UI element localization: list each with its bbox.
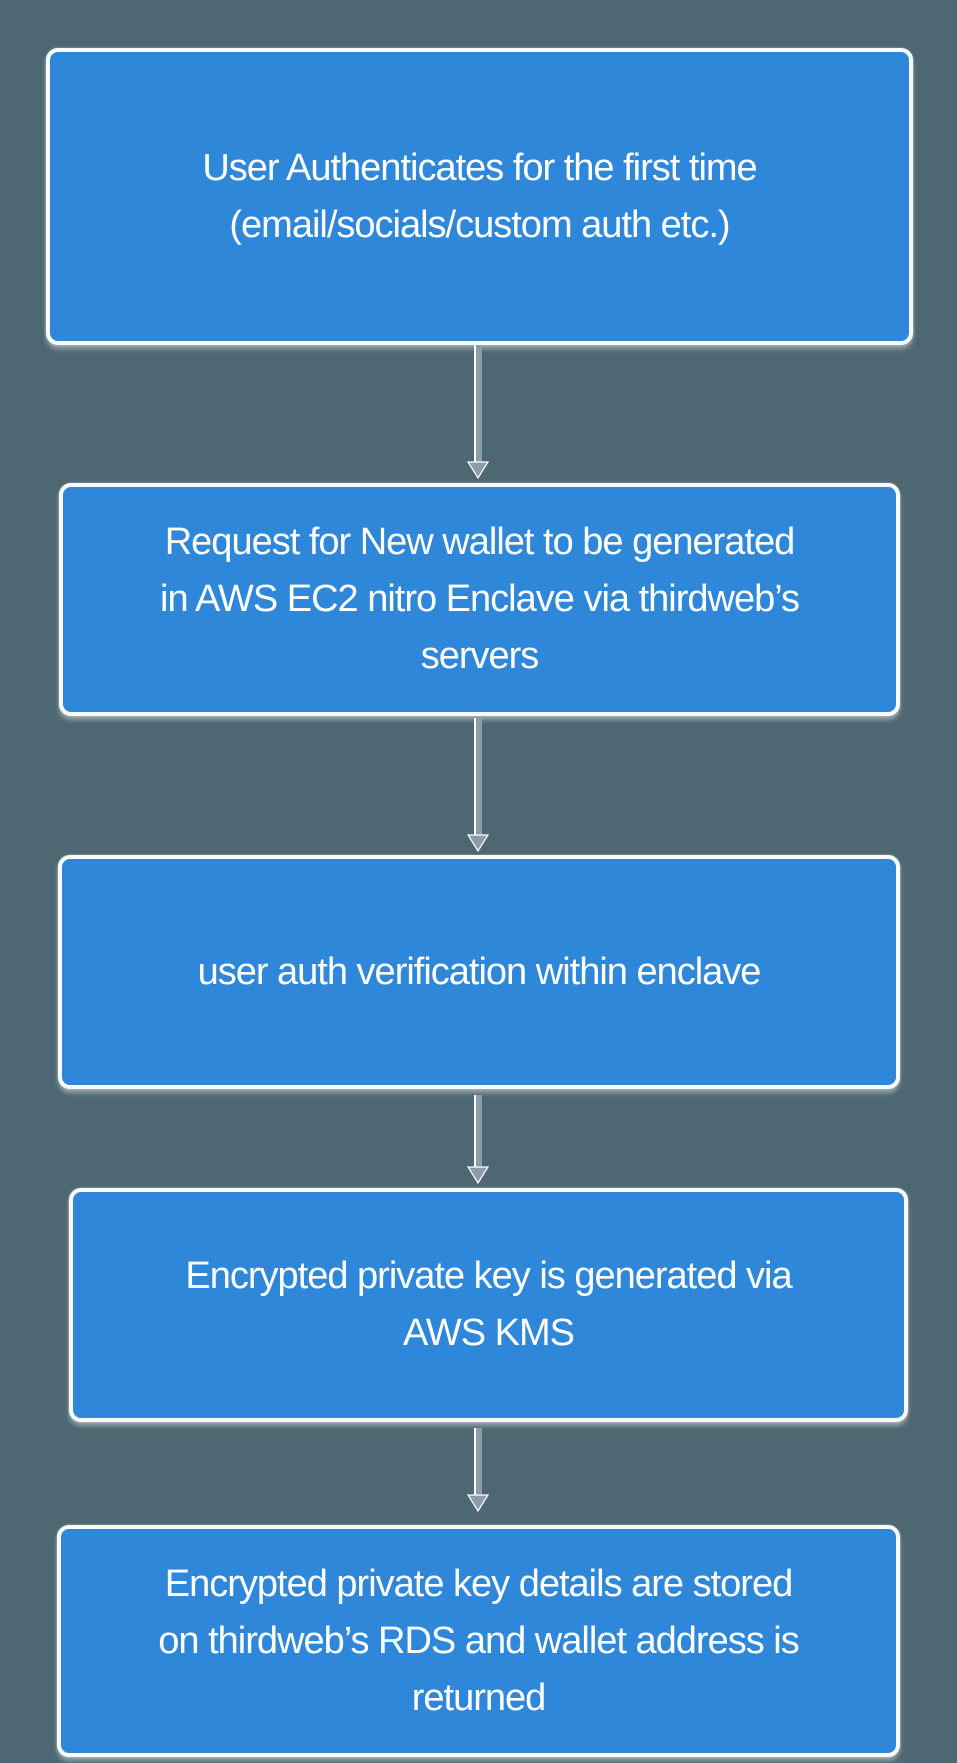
flow-arrow-3 [467, 1095, 489, 1185]
arrow-down-icon [467, 461, 489, 479]
arrow-down-icon [467, 1166, 489, 1184]
arrow-down-icon [467, 834, 489, 852]
flow-step-user-authenticates: User Authenticates for the first time (e… [46, 48, 913, 345]
flow-arrow-1 [467, 345, 489, 480]
arrow-line [474, 718, 482, 835]
flow-step-text: Request for New wallet to be generated i… [160, 521, 800, 677]
flow-step-auth-verification: user auth verification within enclave [58, 855, 900, 1089]
arrow-line [474, 1095, 482, 1167]
flow-arrow-2 [467, 718, 489, 853]
arrow-line [474, 1428, 482, 1495]
flow-step-request-wallet: Request for New wallet to be generated i… [59, 483, 900, 716]
flow-arrow-4 [467, 1428, 489, 1513]
flow-step-text: user auth verification within enclave [197, 950, 762, 993]
flow-step-text: Encrypted private key details are stored… [158, 1562, 799, 1719]
flow-step-key-stored: Encrypted private key details are stored… [57, 1525, 900, 1757]
flow-step-text: User Authenticates for the first time (e… [202, 146, 757, 246]
flow-step-text: Encrypted private key is generated via A… [185, 1255, 792, 1354]
flow-step-key-generated: Encrypted private key is generated via A… [69, 1188, 908, 1422]
arrow-down-icon [467, 1494, 489, 1512]
arrow-line [474, 345, 482, 462]
